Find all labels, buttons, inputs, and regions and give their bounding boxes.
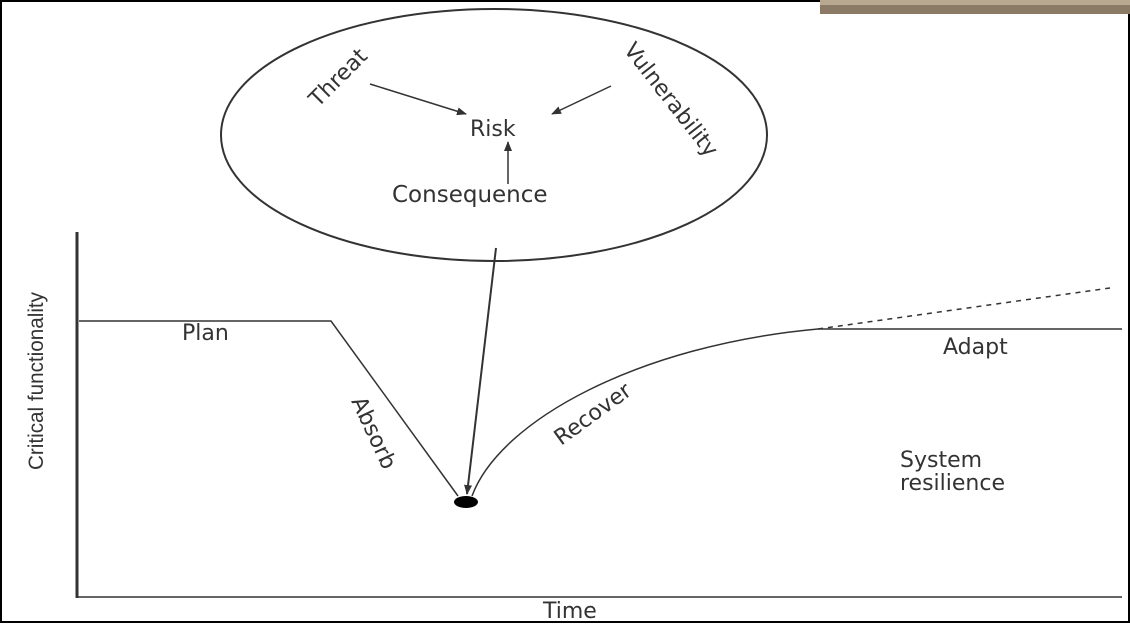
- recover-adapt-curve: [471, 328, 1122, 497]
- y-axis-label: Critical functionality: [25, 292, 48, 470]
- system-resilience-line1: System: [900, 448, 982, 473]
- recover-label: Recover: [550, 378, 637, 451]
- adapt-improvement-dashed-line: [817, 287, 1111, 330]
- vulnerability-arrow: [551, 85, 612, 115]
- threat-arrow: [369, 83, 467, 116]
- plan-absorb-curve: [79, 320, 459, 497]
- consequence-label: Consequence: [392, 182, 548, 208]
- x-axis-label: Time: [542, 599, 597, 623]
- plan-label: Plan: [182, 321, 229, 346]
- corner-photo-highlight: [820, 0, 1130, 5]
- risk-label: Risk: [470, 117, 516, 142]
- trough-point: [454, 496, 478, 508]
- risk-to-trough-arrow: [464, 247, 497, 495]
- adapt-label: Adapt: [943, 335, 1008, 360]
- system-resilience-line2: resilience: [900, 471, 1005, 496]
- threat-label: Threat: [304, 44, 373, 113]
